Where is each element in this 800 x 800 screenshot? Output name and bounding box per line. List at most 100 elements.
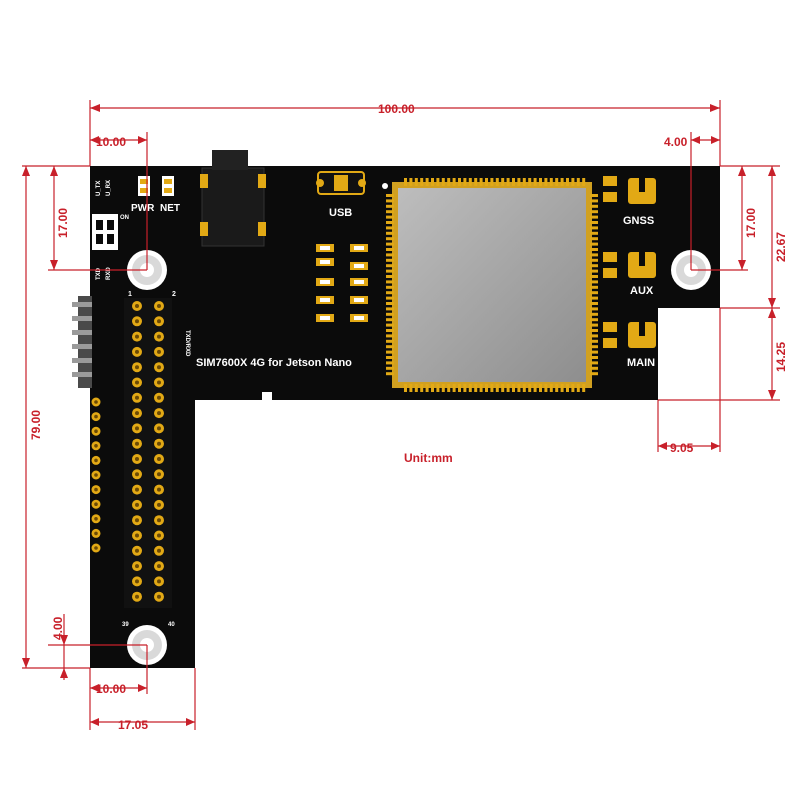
module-pad: [590, 296, 598, 300]
module-pad: [590, 280, 598, 284]
module-pad: [590, 345, 598, 349]
module-pad: [571, 178, 575, 186]
module-pad: [590, 204, 598, 208]
module-pad: [447, 384, 451, 392]
module-pad: [436, 178, 440, 186]
module-pad: [590, 312, 598, 316]
module-pad: [590, 339, 598, 343]
module-pad: [463, 178, 467, 186]
module-pad: [506, 384, 510, 392]
side-pin: [72, 316, 92, 321]
module-pad: [404, 384, 407, 392]
module-pad: [447, 178, 451, 186]
module-pad: [590, 361, 598, 365]
module-pad: [590, 269, 598, 273]
header-pin-hole: [157, 564, 161, 569]
header-pin-hole: [135, 365, 139, 370]
module-pad: [522, 178, 526, 186]
header-pin-hole: [135, 594, 139, 599]
usb-label: USB: [329, 207, 352, 219]
pin39-label: 39: [122, 622, 129, 628]
module-pad: [528, 384, 532, 392]
module-pad: [501, 384, 505, 392]
module-pad: [441, 178, 445, 186]
left-pin-hole: [94, 444, 98, 448]
module-pad: [590, 366, 598, 370]
module-pad: [468, 178, 472, 186]
module-pad: [517, 384, 521, 392]
module-pad: [490, 178, 494, 186]
module-pad: [495, 384, 499, 392]
module-pad: [386, 280, 394, 284]
fiducial: [382, 183, 388, 189]
header-pins: [132, 301, 164, 602]
dip-switch[interactable]: [92, 214, 118, 250]
module-pad: [582, 178, 586, 186]
module-pad: [386, 323, 394, 327]
header-pin-hole: [135, 304, 139, 308]
module-pad: [386, 264, 394, 268]
module-pad: [590, 253, 598, 257]
module-pad: [590, 215, 598, 219]
header-pin-hole: [157, 548, 161, 553]
module-pad: [386, 334, 394, 338]
module-pad: [386, 253, 394, 257]
module-pad: [386, 231, 394, 235]
gnss-label: GNSS: [623, 215, 654, 227]
module-pad: [386, 350, 394, 354]
board-title: SIM7600X 4G for Jetson Nano: [196, 357, 352, 369]
sim7600-module: [386, 178, 598, 392]
header-pin-hole: [157, 579, 161, 584]
dim-right-hole-offset-value: 4.00: [664, 135, 688, 149]
module-pad: [409, 384, 413, 392]
module-pads: [386, 178, 598, 392]
module-pad: [485, 384, 488, 392]
module-pad: [506, 178, 510, 186]
left-pin-hole: [94, 531, 98, 536]
header-pin-hole: [157, 334, 161, 339]
header-pin-hole: [135, 579, 139, 584]
left-pin-hole: [94, 487, 98, 492]
gpio-header: [124, 298, 172, 608]
header-pin-hole: [135, 426, 139, 431]
module-pad: [544, 178, 548, 186]
module-pad: [555, 384, 559, 392]
module-pad: [582, 384, 586, 392]
module-pad: [386, 312, 394, 316]
module-pad: [386, 285, 394, 289]
dim-bottom-hole-x-value: 10.00: [96, 682, 126, 696]
side-header-strip: [72, 296, 92, 388]
module-pad: [590, 226, 598, 230]
module-pad: [490, 384, 494, 392]
module-pad: [386, 307, 394, 311]
module-pad: [590, 350, 598, 354]
header-pin-hole: [157, 441, 161, 446]
module-pad: [425, 384, 429, 392]
header-pin-hole: [135, 518, 139, 523]
left-pin-hole: [94, 502, 98, 507]
left-pin-hole: [94, 458, 98, 463]
module-pad: [590, 210, 598, 214]
module-pad: [414, 384, 418, 392]
module-pad: [386, 366, 394, 370]
usb-connector: [316, 171, 366, 195]
module-pad: [386, 248, 394, 251]
module-pad: [539, 178, 542, 186]
header-pin-hole: [135, 502, 139, 507]
module-pad: [386, 275, 394, 278]
header-pin-hole: [135, 564, 139, 569]
module-pad: [560, 384, 564, 392]
module-pad: [436, 384, 440, 392]
module-pad: [590, 291, 598, 295]
header-pin-hole: [135, 457, 139, 461]
pin2-label: 2: [172, 291, 176, 298]
module-pad: [386, 199, 394, 203]
module-pad: [485, 178, 488, 186]
module-pad: [576, 384, 580, 392]
module-pad: [533, 384, 537, 392]
side-pin: [72, 358, 92, 363]
module-pad: [414, 178, 418, 186]
module-pad: [555, 178, 559, 186]
pin1-label: 1: [128, 291, 132, 298]
header-pin-hole: [157, 533, 161, 538]
